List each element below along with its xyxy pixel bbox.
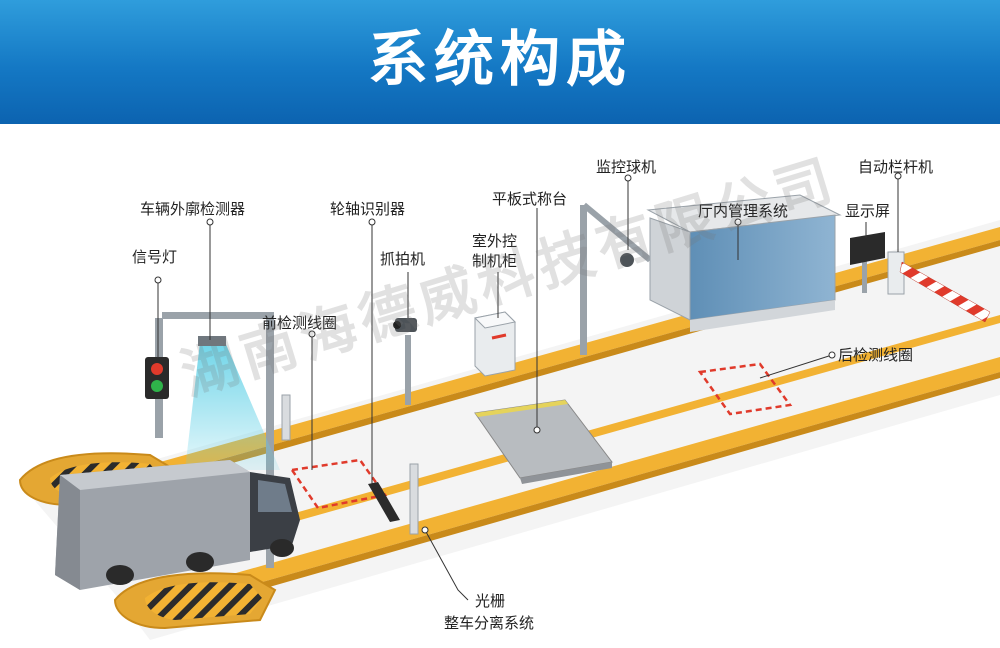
label-light-curtain-line2: 整车分离系统 bbox=[444, 614, 535, 632]
label-outdoor-cabinet-line1: 室外控 bbox=[472, 232, 518, 250]
label-hall-management: 厅内管理系统 bbox=[698, 202, 789, 220]
platform-scale bbox=[474, 399, 613, 484]
diagram-illustration bbox=[18, 172, 1000, 640]
title-banner: 系统构成 bbox=[0, 0, 1000, 124]
light-curtain-posts bbox=[281, 394, 419, 535]
signal-light-icon bbox=[145, 357, 169, 399]
toll-kiosk bbox=[646, 194, 842, 332]
snapshot-camera-icon bbox=[393, 318, 417, 405]
control-cabinet-icon bbox=[473, 311, 517, 377]
label-display-screen: 显示屏 bbox=[845, 202, 891, 220]
barrier-gate-icon bbox=[887, 251, 991, 323]
leader-lines bbox=[157, 176, 899, 601]
dome-camera bbox=[580, 202, 652, 355]
label-outdoor-cabinet-line2: 制机柜 bbox=[472, 252, 518, 270]
page-title: 系统构成 bbox=[368, 25, 632, 95]
axle-strip bbox=[368, 482, 400, 522]
label-platform-scale: 平板式称台 bbox=[492, 190, 568, 208]
leader-dots bbox=[154, 172, 902, 534]
label-front-loop: 前检测线圈 bbox=[262, 314, 338, 332]
truck-icon bbox=[55, 460, 300, 590]
label-snapshot-camera: 抓拍机 bbox=[380, 250, 426, 268]
rear-loop bbox=[697, 362, 793, 416]
label-light-curtain-line1: 光栅 bbox=[475, 592, 506, 610]
label-signal-light: 信号灯 bbox=[132, 248, 178, 266]
label-contour-detector: 车辆外廓检测器 bbox=[140, 200, 246, 218]
label-barrier-gate: 自动栏杆机 bbox=[858, 158, 934, 176]
weigh-station-diagram: 车辆外廓检测器 信号灯 轮轴识别器 抓拍机 前检测线圈 室外控 制机柜 平板式称… bbox=[0, 124, 1000, 648]
label-rear-loop: 后检测线圈 bbox=[838, 346, 914, 364]
label-dome-camera: 监控球机 bbox=[596, 158, 657, 176]
label-axle-recognizer: 轮轴识别器 bbox=[330, 200, 406, 218]
display-screen-icon bbox=[850, 232, 885, 293]
entry-island-bottom bbox=[113, 572, 277, 630]
